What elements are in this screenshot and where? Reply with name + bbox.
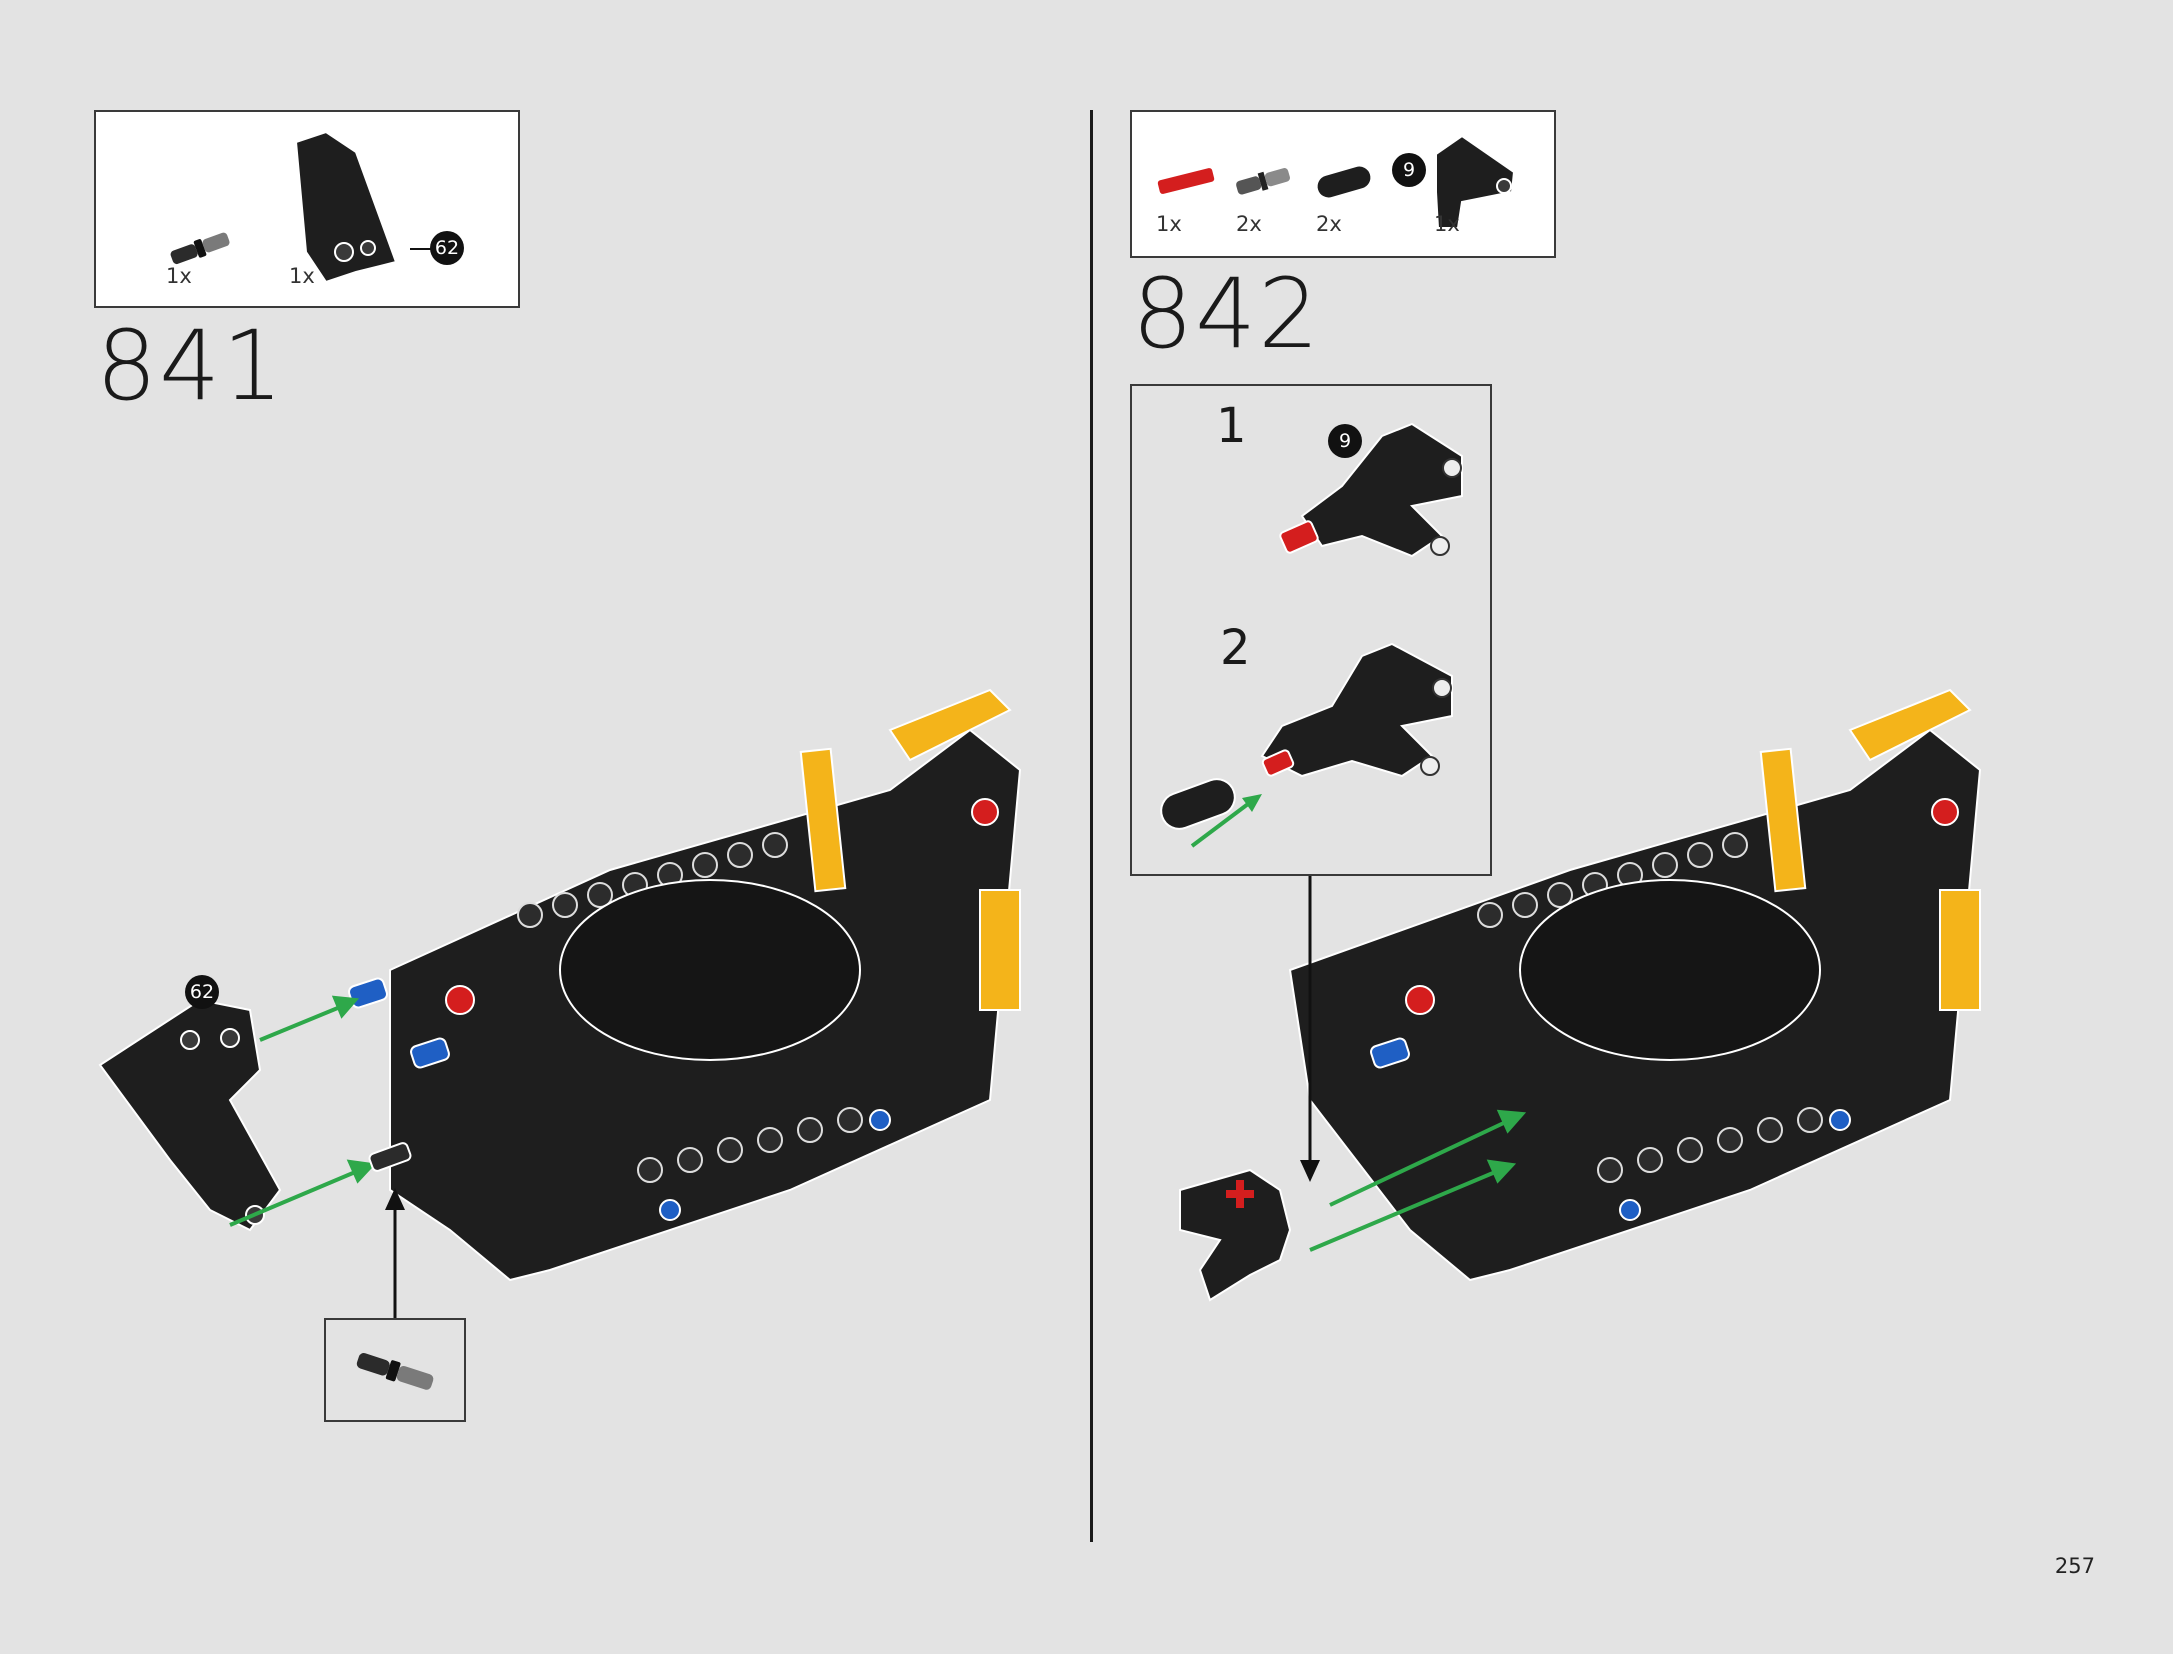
substep-2-illustration — [1160, 642, 1453, 848]
grey-pin-icon — [1236, 168, 1290, 195]
callout-badge: 62 — [430, 231, 464, 265]
model-illustration-842 — [1179, 688, 1982, 1302]
part-qty: 2x — [1236, 212, 1262, 236]
substep-number: 2 — [1220, 620, 1251, 676]
substep-box-842: 1 9 2 — [1130, 384, 1492, 876]
step-number-841: 841 — [96, 310, 286, 422]
part-qty: 1x — [166, 264, 192, 288]
page-divider — [1090, 110, 1093, 1542]
callout-badge: 9 — [1392, 153, 1426, 187]
substep-1-illustration — [1279, 422, 1463, 558]
callout-badge: 62 — [185, 975, 219, 1009]
pin-with-bush-icon — [356, 1353, 434, 1390]
model-illustration-841 — [98, 688, 1022, 1320]
step-number-842: 842 — [1132, 258, 1322, 370]
part-qty: 2x — [1316, 212, 1342, 236]
pin-with-bush-icon — [170, 232, 230, 265]
part-qty: 1x — [289, 264, 315, 288]
callout-badge: 9 — [1328, 424, 1362, 458]
page-number: 257 — [2054, 1554, 2095, 1578]
angled-panel-icon — [294, 130, 398, 284]
black-liftarm-icon — [1315, 164, 1373, 200]
part-qty: 1x — [1156, 212, 1182, 236]
bracket-icon — [1435, 134, 1516, 229]
part-qty: 1x — [1434, 212, 1460, 236]
red-axle-icon — [1157, 168, 1215, 194]
parts-list-841: 1x 1x 62 — [94, 110, 520, 308]
substep-number: 1 — [1216, 398, 1247, 454]
subassembly-box-841 — [324, 1318, 466, 1422]
parts-list-842: 1x 2x 2x 9 1x — [1130, 110, 1556, 258]
